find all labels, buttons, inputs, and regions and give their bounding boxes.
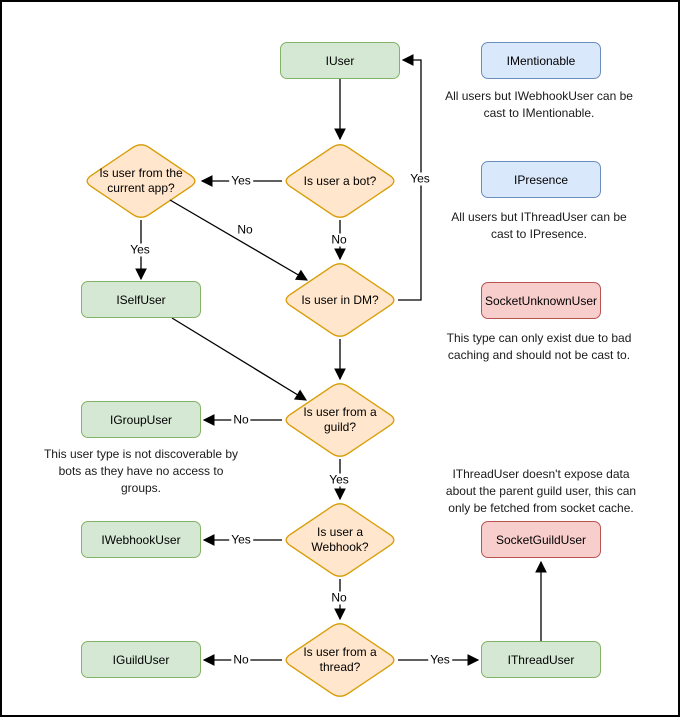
edge-label-dm-to-iuser: Yes xyxy=(408,171,432,186)
decision-is-dm-label: Is user in DM? xyxy=(301,292,379,307)
node-imentionable: IMentionable xyxy=(481,42,601,79)
edge-iselfuser-to-guild xyxy=(171,317,307,401)
decision-is-webhook-label: Is user a Webhook? xyxy=(311,525,369,554)
edge-label-thread-to-iguild: No xyxy=(231,652,251,667)
decision-is-bot-shape xyxy=(285,144,395,218)
edge-label-thread-to-ithread: Yes xyxy=(428,652,452,667)
annotation-imentionable: All users but IWebhookUser can be cast t… xyxy=(445,89,633,120)
annotation-igroupuser: This user type is not discoverable by bo… xyxy=(43,447,239,495)
node-ithreaduser: IThreadUser xyxy=(481,641,601,678)
edge-current-app-to-dm xyxy=(169,199,309,281)
edge-label-guild-to-igroup: No xyxy=(231,412,251,427)
node-socketunknownuser: SocketUnknownUser xyxy=(481,282,601,319)
annotation-ipresence: All users but IThreadUser can be cast to… xyxy=(451,210,627,241)
decision-is-bot-label: Is user a bot? xyxy=(303,173,377,188)
node-igroupuser: IGroupUser xyxy=(81,401,201,438)
edge-label-current-app-to-dm: No xyxy=(235,222,255,237)
node-ipresence: IPresence xyxy=(481,161,601,198)
decision-is-guild-shape xyxy=(285,383,395,457)
edge-label-webhook-to-iwebhook: Yes xyxy=(229,532,253,547)
node-iselfuser: ISelfUser xyxy=(81,281,201,318)
annotation-socketunknownuser: This type can only exist due to bad cach… xyxy=(446,331,632,362)
decision-is-current-app-label: Is user from the current app? xyxy=(99,166,183,195)
edge-label-guild-to-webhook: Yes xyxy=(327,472,351,487)
edge-label-current-app-to-iself: Yes xyxy=(128,242,152,257)
decision-is-thread-label: Is user from a thread? xyxy=(303,645,377,674)
decision-is-thread-shape xyxy=(285,623,395,697)
decision-is-guild-label: Is user from a guild? xyxy=(303,405,377,434)
node-iwebhookuser: IWebhookUser xyxy=(81,521,201,558)
decision-is-dm-shape xyxy=(285,263,395,337)
node-iguilduser: IGuildUser xyxy=(81,641,201,678)
edge-label-webhook-to-thread: No xyxy=(329,590,349,605)
decision-is-current-app-shape xyxy=(86,144,196,218)
edge-label-bot-to-current-app: Yes xyxy=(229,173,253,188)
node-iuser: IUser xyxy=(280,42,400,79)
edge-label-bot-to-dm: No xyxy=(329,232,349,247)
annotation-ithreaduser: IThreadUser doesn't expose data about th… xyxy=(445,467,637,515)
decision-is-webhook-shape xyxy=(285,503,395,577)
node-socketguilduser: SocketGuildUser xyxy=(481,521,601,558)
